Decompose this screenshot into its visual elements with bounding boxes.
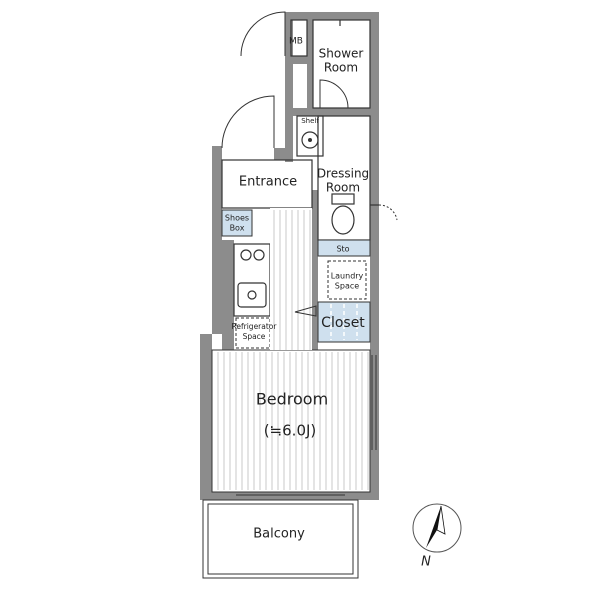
refrigerator-space: [235, 317, 271, 349]
closet: [317, 301, 371, 343]
shower-room-label-2: Room: [324, 61, 358, 75]
mb-label: MB: [289, 37, 303, 47]
compass-icon: [412, 503, 462, 553]
mb-cabinet: [290, 19, 308, 57]
sto-label: Sto: [336, 245, 349, 254]
shelf-label: Shelf: [301, 117, 319, 125]
dressing-room-label-1: Dressing: [317, 167, 369, 181]
laundry-space: [327, 260, 367, 300]
laundry-label-1: Laundry: [331, 272, 364, 281]
compass-label: N: [421, 555, 431, 570]
bedroom: [211, 349, 377, 493]
laundry-label-2: Space: [335, 282, 359, 291]
mb-door: [240, 11, 286, 57]
closet-label: Closet: [321, 315, 365, 331]
balcony: [202, 494, 359, 579]
bedroom-size-label: (≒6.0J): [264, 422, 317, 440]
shoes-box-label-2: Box: [230, 224, 245, 233]
entrance-label: Entrance: [239, 175, 297, 190]
corridor: [270, 208, 317, 350]
fridge-label-1: Refrigerator: [232, 322, 278, 331]
kitchen-counter: [233, 243, 271, 317]
dressing-room-label-2: Room: [326, 181, 360, 195]
fridge-label-2: Space: [243, 332, 266, 341]
shoes-box: [221, 209, 253, 237]
walls: [200, 12, 379, 500]
bedroom-label: Bedroom: [256, 390, 328, 409]
entrance: [221, 95, 313, 209]
shoes-box-label-1: Shoes: [225, 214, 249, 223]
shower-room: [312, 19, 371, 109]
storage-sto: [317, 239, 371, 257]
balcony-label: Balcony: [253, 527, 305, 542]
shower-room-label-1: Shower: [319, 47, 364, 61]
